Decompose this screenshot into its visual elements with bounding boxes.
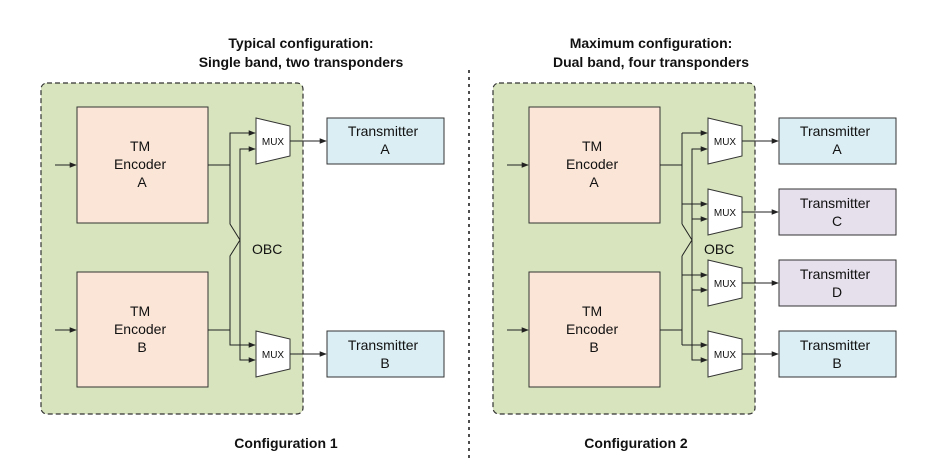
config1-title-line2: Single band, two transponders: [199, 54, 404, 70]
config1-encoder-b-label: TM Encoder B: [114, 303, 170, 355]
config2-mux-1: [707, 117, 743, 165]
config1-obc-label: OBC: [252, 241, 282, 257]
config2-transmitter-b: [778, 330, 897, 378]
config2-transmitter-d: [778, 259, 897, 307]
config1-obc-wiring: [208, 130, 256, 363]
config1-mux-top-label: MUX: [262, 137, 285, 148]
config1-mux-bottom-label: MUX: [262, 350, 285, 361]
config2-transmitter-b-label: Transmitter B: [800, 337, 874, 371]
config1-title-line1: Typical configuration:: [228, 35, 373, 51]
config1-mux-top: [255, 117, 291, 165]
config2-encoder-b: [528, 271, 661, 388]
config1-transmitter-b: [326, 330, 445, 378]
config2-encoder-a-label: TM Encoder A: [566, 138, 622, 190]
config2-obc-wiring: [660, 130, 708, 363]
config1-encoder-a: [76, 106, 209, 224]
config1-transmitter-a-label: Transmitter A: [348, 123, 422, 157]
config2-transmitter-d-label: Transmitter D: [800, 266, 874, 300]
config1-caption: Configuration 1: [234, 435, 338, 451]
config1-transmitter-b-label: Transmitter B: [348, 337, 422, 371]
config2-mux-1-label: MUX: [714, 137, 737, 148]
config2-mux-2-label: MUX: [714, 208, 737, 219]
config1-encoder-a-label: TM Encoder A: [114, 138, 170, 190]
config2-mux-4: [707, 330, 743, 378]
config2-title-line2: Dual band, four transponders: [553, 54, 749, 70]
config2-mux-3: [707, 259, 743, 307]
configuration-2: Maximum configuration: Dual band, four t…: [492, 35, 897, 451]
config2-obc-label: OBC: [704, 241, 734, 257]
config2-title-line1: Maximum configuration:: [570, 35, 733, 51]
config2-mux-2: [707, 188, 743, 236]
config1-mux-bottom: [255, 330, 291, 378]
config2-transmitter-a-label: Transmitter A: [800, 123, 874, 157]
config2-caption: Configuration 2: [584, 435, 688, 451]
config2-transmitter-c-label: Transmitter C: [800, 195, 874, 229]
config2-transmitter-a: [778, 117, 897, 165]
config2-encoder-a: [528, 106, 661, 224]
config2-encoder-b-label: TM Encoder B: [566, 303, 622, 355]
config1-encoder-b: [76, 271, 209, 388]
configuration-1: Typical configuration: Single band, two …: [40, 35, 445, 451]
config2-transmitter-c: [778, 188, 897, 236]
config2-mux-3-label: MUX: [714, 279, 737, 290]
config2-mux-4-label: MUX: [714, 350, 737, 361]
config1-transmitter-a: [326, 117, 445, 165]
